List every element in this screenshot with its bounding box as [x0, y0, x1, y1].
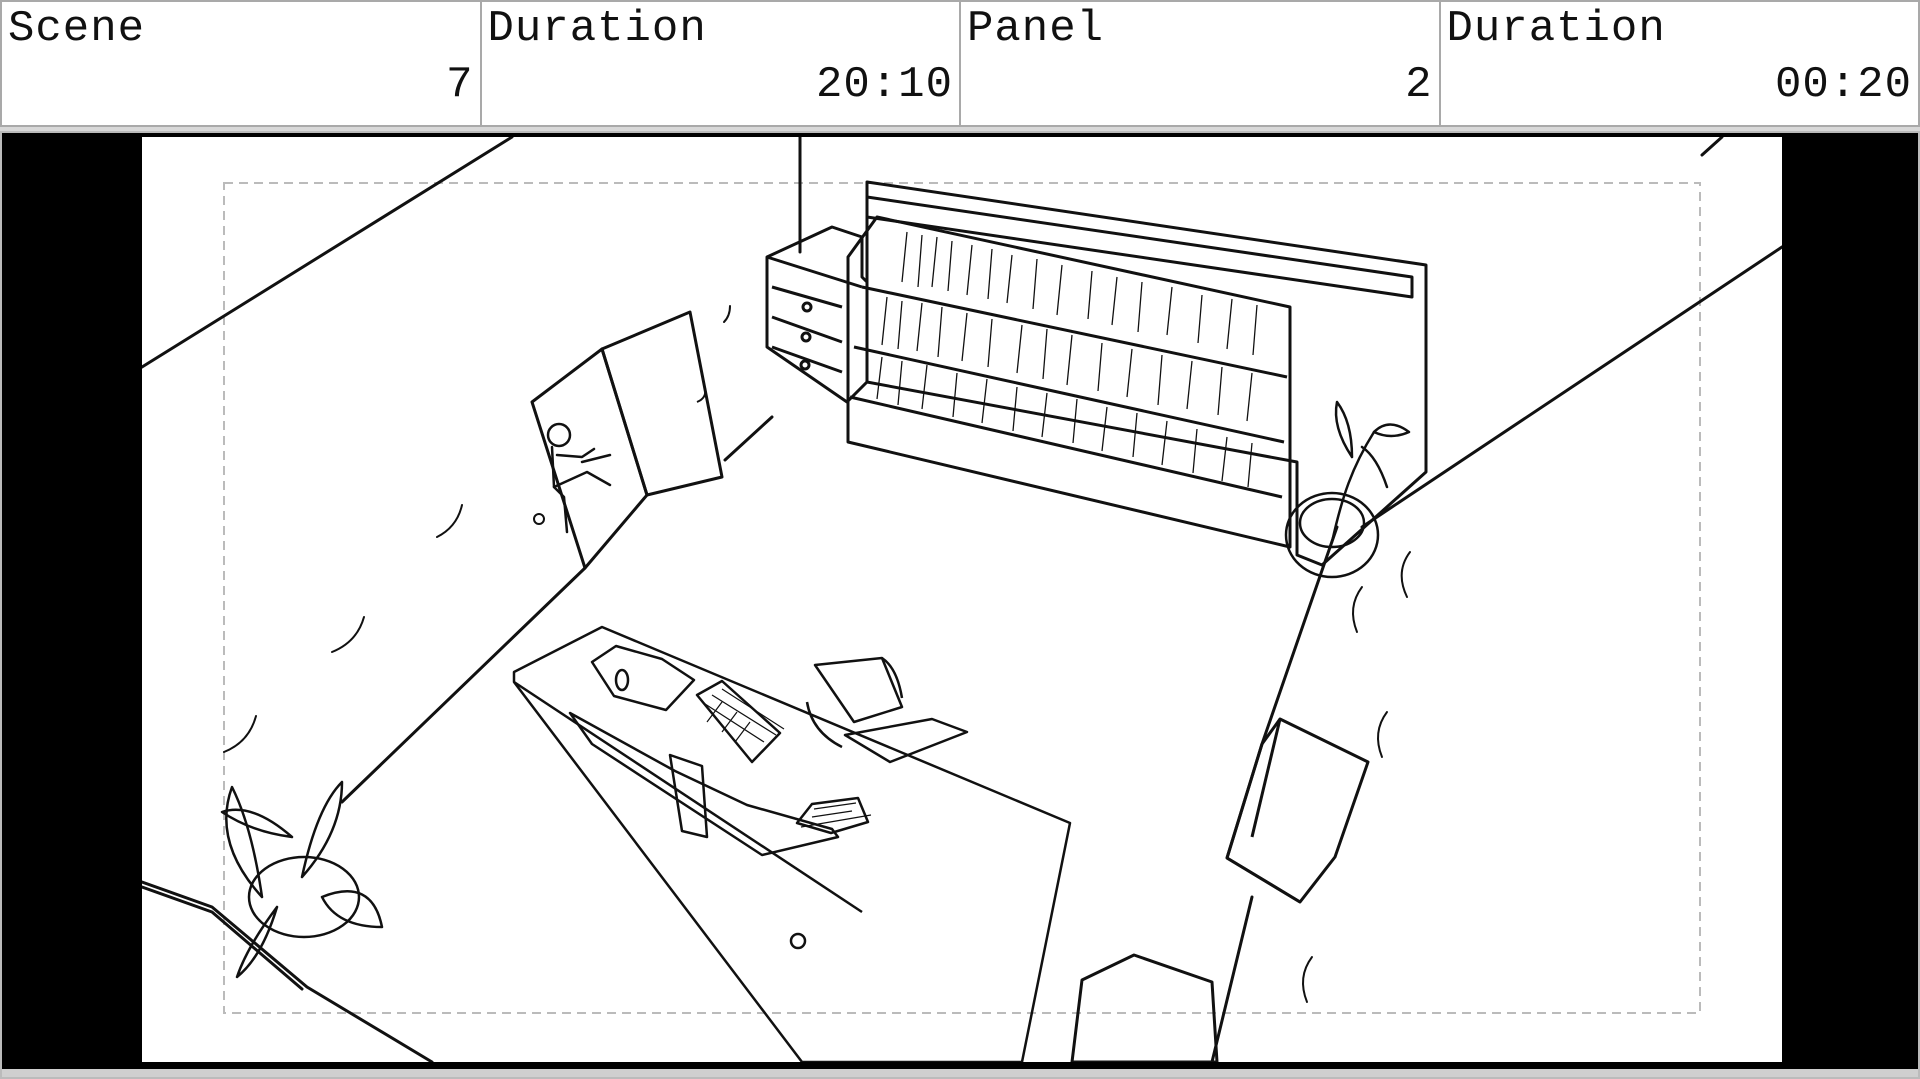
scene-duration-cell: Duration 20:10	[482, 2, 961, 125]
bookshelf-books	[876, 231, 1258, 488]
plant-right	[1284, 400, 1411, 579]
panel-cell: Panel 2	[961, 2, 1441, 125]
header-divider	[0, 127, 1920, 131]
scene-duration-value[interactable]: 20:10	[815, 60, 953, 110]
wall-lights	[223, 305, 1411, 1003]
character-sketch	[546, 422, 612, 534]
doorway	[530, 310, 724, 570]
scene-label: Scene	[8, 4, 146, 54]
bookshelf	[846, 180, 1428, 567]
storyboard-header: Scene 7 Duration 20:10 Panel 2 Duration …	[0, 0, 1920, 127]
scene-duration-label: Duration	[487, 4, 707, 54]
panel-duration-value[interactable]: 00:20	[1774, 60, 1912, 110]
panel-label: Panel	[967, 4, 1105, 54]
panel-value[interactable]: 2	[1405, 60, 1433, 110]
plant-left	[220, 780, 384, 979]
desk	[512, 625, 1072, 1062]
scene-cell: Scene 7	[2, 2, 482, 125]
chair	[805, 656, 969, 764]
panel-duration-cell: Duration 00:20	[1441, 2, 1919, 125]
filing-cabinet	[765, 225, 869, 404]
paper	[142, 137, 1782, 1062]
room-walls	[142, 137, 1782, 1062]
storyboard-panel-frame[interactable]	[0, 131, 1920, 1079]
panel-duration-label: Duration	[1446, 4, 1666, 54]
side-box	[1070, 717, 1370, 1062]
safe-area-guide	[223, 182, 1701, 1014]
panel-sketch	[142, 137, 1782, 1062]
scene-value[interactable]: 7	[446, 60, 474, 110]
frame-bottom-bar	[2, 1069, 1918, 1077]
